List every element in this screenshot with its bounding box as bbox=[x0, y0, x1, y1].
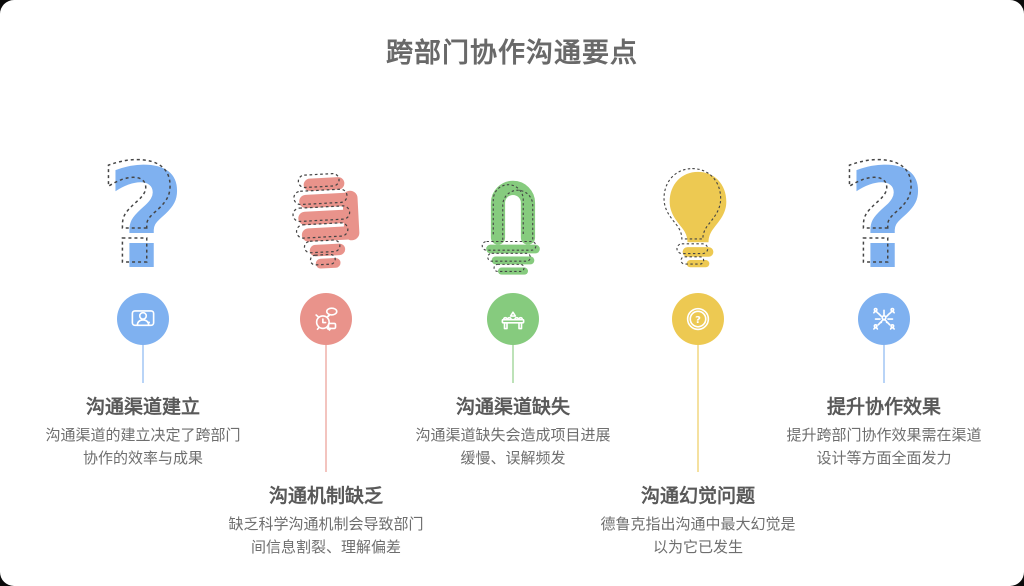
svg-text:?: ? bbox=[99, 134, 179, 295]
alarm-clock-chat-icon bbox=[300, 293, 352, 345]
question-mark-icon: ? ? bbox=[98, 133, 186, 300]
description-line: 沟通渠道缺失会造成项目进展 bbox=[415, 427, 611, 444]
connector-line bbox=[325, 345, 327, 472]
connector-line bbox=[883, 345, 885, 383]
question-mark-icon: ? ? bbox=[839, 133, 927, 300]
item-title: 沟通渠道缺失 bbox=[455, 397, 570, 418]
item-description: 缺乏科学沟通机制会导致部门 间信息割裂、理解偏差 bbox=[228, 513, 423, 560]
description-line: 缺乏科学沟通机制会导致部门 bbox=[228, 516, 424, 533]
column-channel-missing: 沟通渠道缺失 沟通渠道缺失会造成项目进展 缓慢、误解频发 bbox=[403, 165, 623, 471]
spiral-cfl-bulb-icon bbox=[280, 165, 372, 277]
svg-text:?: ? bbox=[840, 134, 920, 295]
u-tube-bulb-icon bbox=[468, 165, 558, 277]
description-line: 提升跨部门协作效果需在渠道 bbox=[786, 427, 982, 444]
connector-line bbox=[697, 345, 699, 472]
person-on-screen-icon bbox=[117, 293, 169, 345]
column-mechanism-lacking: 沟通机制缺乏 缺乏科学沟通机制会导致部门 间信息割裂、理解偏差 bbox=[216, 165, 436, 560]
item-title: 沟通幻觉问题 bbox=[640, 486, 755, 507]
description-line: 间信息割裂、理解偏差 bbox=[250, 539, 401, 557]
classic-bulb-icon bbox=[653, 165, 743, 277]
description-line: 设计等方面全面发力 bbox=[816, 450, 952, 468]
column-communication-illusion: ? 沟通幻觉问题 德鲁克指出沟通中最大幻觉是 以为它已发生 bbox=[588, 165, 808, 560]
item-title: 沟通渠道建立 bbox=[85, 397, 200, 418]
connector-line bbox=[512, 345, 514, 383]
svg-text:?: ? bbox=[106, 139, 186, 300]
connector-line bbox=[142, 345, 144, 383]
meeting-table-icon bbox=[487, 293, 539, 345]
column-improve-collaboration: ? ? 提升协作效果 提升跨部门协作效 bbox=[774, 133, 994, 471]
people-network-icon bbox=[858, 293, 910, 345]
item-description: 提升跨部门协作效果需在渠道 设计等方面全面发力 bbox=[786, 424, 981, 471]
description-line: 缓慢、误解频发 bbox=[460, 450, 566, 468]
description-line: 以为它已发生 bbox=[652, 539, 743, 557]
svg-text:?: ? bbox=[847, 139, 927, 300]
description-line: 沟通渠道的建立决定了跨部门 bbox=[45, 427, 241, 444]
item-title: 沟通机制缺乏 bbox=[268, 486, 383, 507]
item-description: 德鲁克指出沟通中最大幻觉是 以为它已发生 bbox=[600, 513, 795, 560]
description-line: 德鲁克指出沟通中最大幻觉是 bbox=[600, 516, 796, 533]
column-communication-channel-build: ? ? 沟通渠道建立 沟通渠道的建立决定了跨部门 协作的效率与成果 bbox=[33, 133, 253, 471]
item-title: 提升协作效果 bbox=[826, 397, 941, 418]
item-description: 沟通渠道缺失会造成项目进展 缓慢、误解频发 bbox=[415, 424, 610, 471]
item-description: 沟通渠道的建立决定了跨部门 协作的效率与成果 bbox=[45, 424, 240, 471]
question-circle-icon: ? bbox=[672, 293, 724, 345]
description-line: 协作的效率与成果 bbox=[82, 450, 203, 468]
page-title: 跨部门协作沟通要点 bbox=[386, 38, 638, 68]
svg-text:?: ? bbox=[695, 315, 701, 326]
